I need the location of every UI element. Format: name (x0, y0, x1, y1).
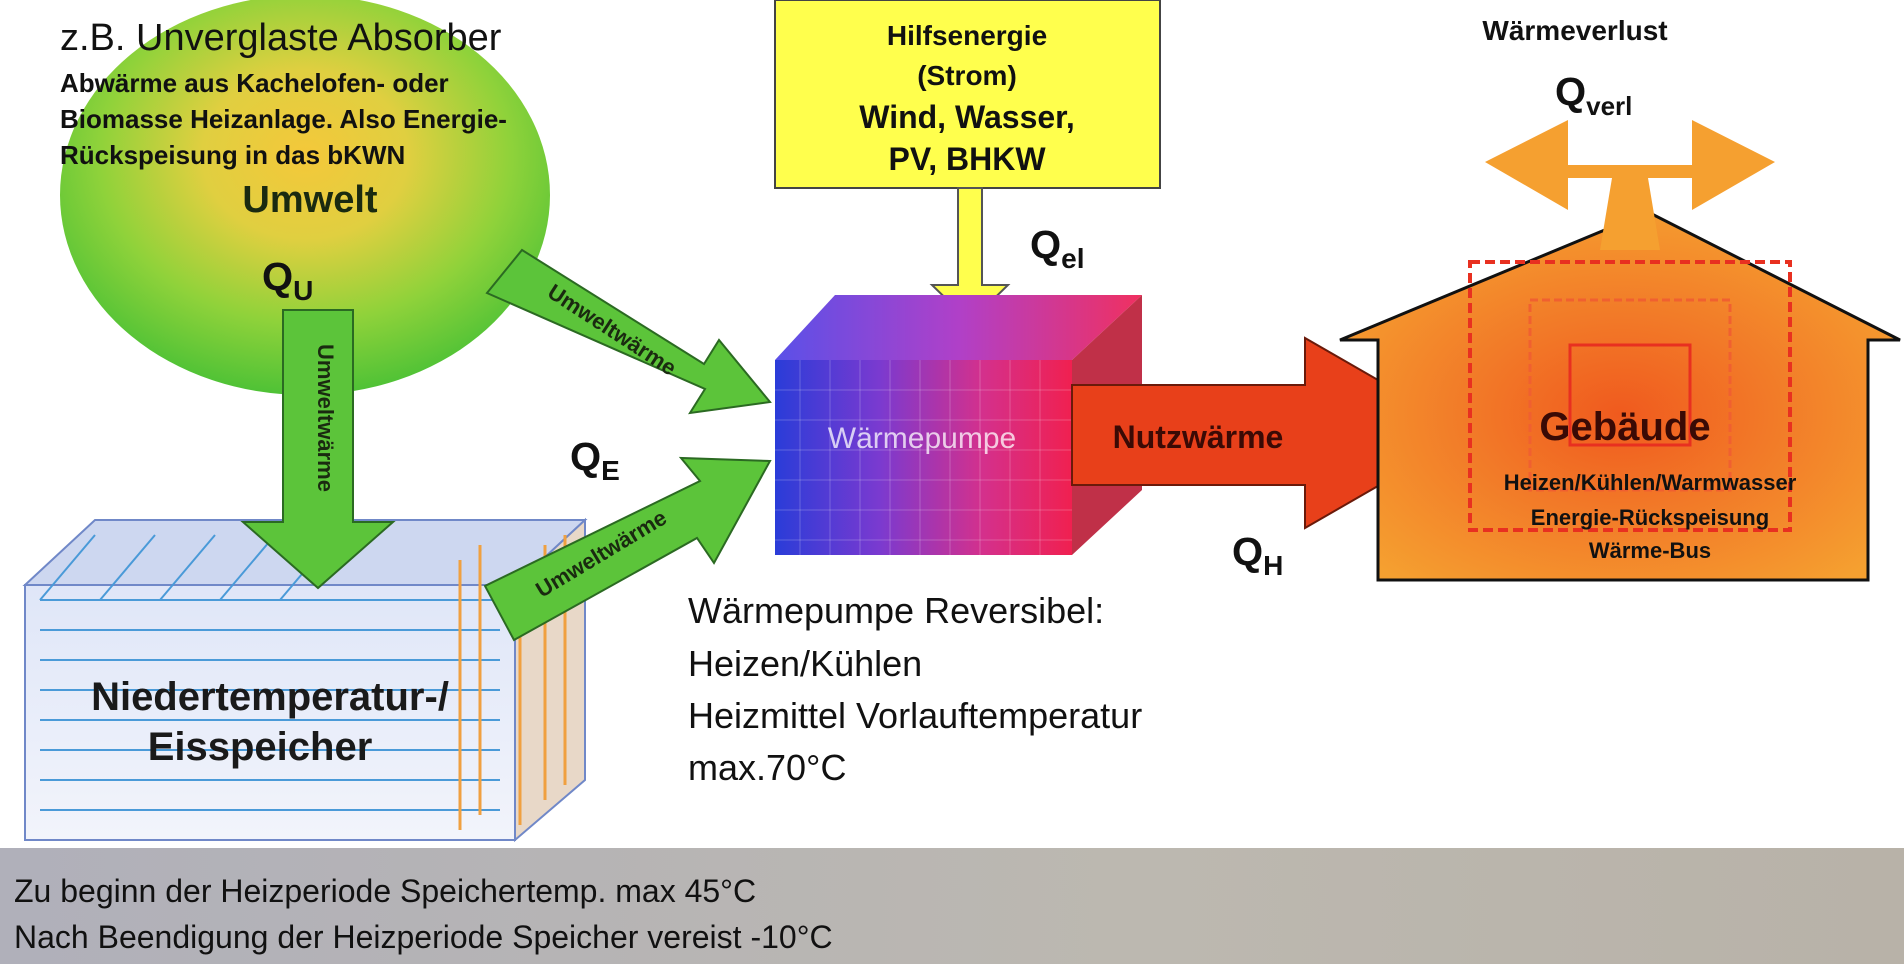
qe-symbol: QE (570, 435, 620, 486)
footer-line-1: Zu beginn der Heizperiode Speichertemp. … (14, 873, 756, 909)
qverl-symbol: Qverl (1555, 70, 1632, 121)
storage-to-pump-arrow (483, 456, 772, 642)
building-house (1339, 210, 1901, 582)
env-to-storage-label: Umweltwärme (313, 344, 338, 492)
aux-energy-line-4: PV, BHKW (888, 141, 1046, 177)
storage-label-line-1: Niedertemperatur-/ (91, 675, 449, 719)
qh-symbol: QH (1232, 530, 1283, 581)
heat-loss-title: Wärmeverlust (1482, 15, 1667, 46)
env-to-pump-arrow (485, 248, 772, 415)
building-line-1: Heizen/Kühlen/Warmwasser (1504, 470, 1797, 495)
heat-pump-cube (775, 295, 1142, 555)
heat-loss-arrows (1485, 120, 1775, 250)
building-line-3: Wärme-Bus (1589, 538, 1711, 563)
heat-pump-desc-line-3: Heizmittel Vorlauftemperatur (688, 695, 1142, 736)
aux-energy-line-3: Wind, Wasser, (859, 99, 1074, 135)
environment-note-line-3: Rückspeisung in das bKWN (60, 140, 405, 170)
footer-line-2: Nach Beendigung der Heizperiode Speicher… (14, 919, 833, 955)
qu-symbol: QU (262, 255, 313, 306)
aux-energy-box (774, 0, 1161, 189)
heat-pump-desc-line-2: Heizen/Kühlen (688, 643, 922, 684)
building-label: Gebäude (1539, 405, 1710, 449)
environment-circle (60, 0, 550, 395)
environment-label: Umwelt (242, 179, 377, 221)
environment-note-line-2: Biomasse Heizanlage. Also Energie- (60, 104, 507, 134)
useful-heat-label: Nutzwärme (1113, 419, 1284, 455)
environment-note-line-1: Abwärme aus Kachelofen- oder (60, 68, 449, 98)
heat-pump-desc-line-1: Wärmepumpe Reversibel: (688, 590, 1104, 631)
building-line-2: Energie-Rückspeisung (1531, 505, 1769, 530)
storage-label-line-2: Eisspeicher (148, 725, 373, 769)
heat-pump-desc-line-4: max.70°C (688, 747, 846, 788)
aux-energy-line-2: (Strom) (917, 60, 1017, 91)
heat-pump-label: Wärmepumpe (828, 422, 1016, 455)
aux-energy-line-1: Hilfsenergie (887, 20, 1047, 51)
env-to-pump-label: Umweltwärme (543, 279, 681, 381)
footer-band (0, 848, 1904, 964)
qel-symbol: Qel (1030, 223, 1084, 274)
qe-wedge (665, 420, 770, 460)
env-to-storage-arrow (240, 309, 396, 590)
environment-example-title: z.B. Unverglaste Absorber (60, 17, 502, 59)
